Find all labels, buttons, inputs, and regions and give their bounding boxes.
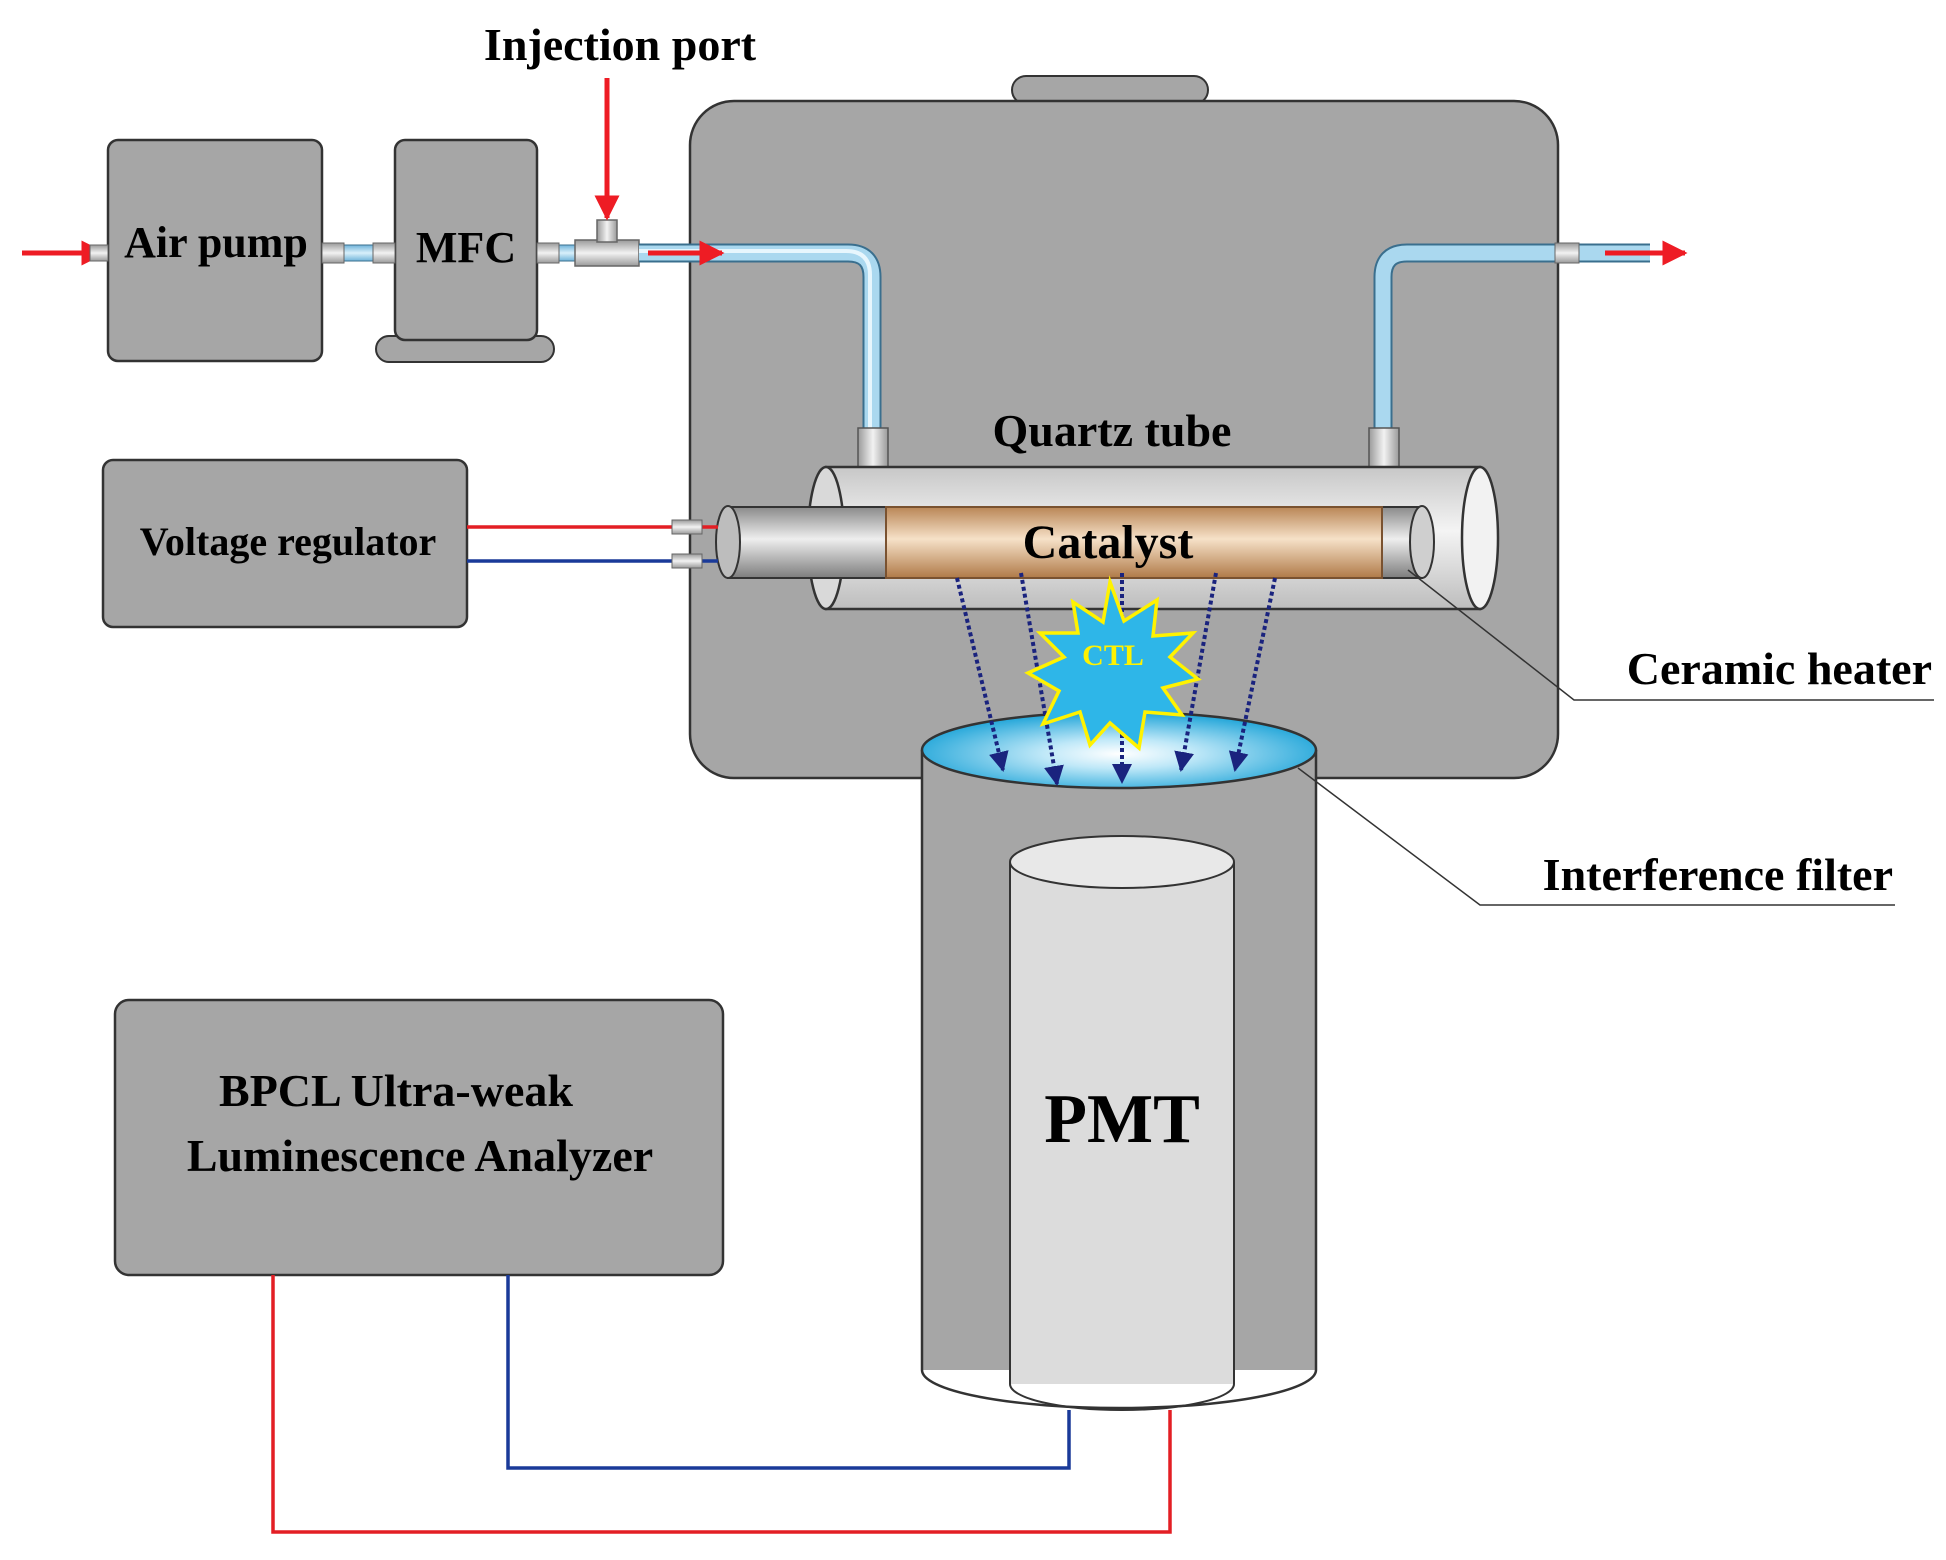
light-ray [1174, 572, 1218, 772]
interference-filter-leader [1297, 767, 1895, 906]
outlet-gas-pipe [1375, 245, 1650, 432]
analyzer-red-wire [271, 1275, 1172, 1534]
heater-terminal-bottom [671, 553, 703, 569]
ceramic-heater-right-end [1409, 505, 1435, 579]
mfc-outlet-fitting [536, 242, 560, 264]
ceramic-heater-left-end [715, 505, 741, 579]
voltage-regulator-label: Voltage regulator [140, 519, 437, 564]
air-pump-label: Air pump [124, 218, 308, 267]
quartz-tube-right-end [1460, 465, 1500, 611]
light-ray [955, 577, 1009, 772]
analyzer-box [113, 998, 725, 1277]
mfc-box [393, 138, 539, 342]
pmt-label: PMT [1044, 1081, 1200, 1158]
catalyst-layer [885, 506, 1383, 579]
catalyst-label: Catalyst [1023, 516, 1194, 569]
voltage-regulator-box [101, 458, 469, 629]
injection-port-label: Injection port [484, 19, 757, 70]
heater-terminal-top [671, 519, 703, 535]
mfc-inlet-fitting [372, 242, 396, 264]
pmt-inner-cylinder [1010, 862, 1234, 1384]
interference-filter-label: Interference filter [1543, 849, 1893, 900]
ctl-label: CTL [1082, 639, 1144, 672]
mfc-label: MFC [416, 223, 516, 272]
outlet-pipe-fitting [1554, 242, 1580, 264]
pmt-inner-cylinder-top [1009, 835, 1235, 889]
inlet-gas-pipe-highlight [639, 249, 872, 432]
analyzer-blue-wire [506, 1275, 1071, 1470]
analyzer-label-line1: BPCL Ultra-weak [219, 1065, 573, 1116]
air-pump-inlet-fitting [89, 244, 109, 262]
light-ray [1228, 577, 1277, 772]
ceramic-heater-leader [1407, 569, 1934, 701]
ctl-burst [1024, 575, 1202, 752]
analyzer-label-line2: Luminescence Analyzer [187, 1130, 653, 1181]
injection-tee-body [574, 239, 640, 267]
pmt-housing-outline [920, 750, 1318, 1410]
pump-outlet-fitting [321, 242, 345, 264]
ceramic-heater-label: Ceramic heater [1627, 643, 1932, 694]
pmt-inner-cylinder-outline [1009, 862, 1235, 1411]
quartz-tube-label: Quartz tube [993, 405, 1232, 456]
injection-tee-stem [596, 219, 618, 243]
